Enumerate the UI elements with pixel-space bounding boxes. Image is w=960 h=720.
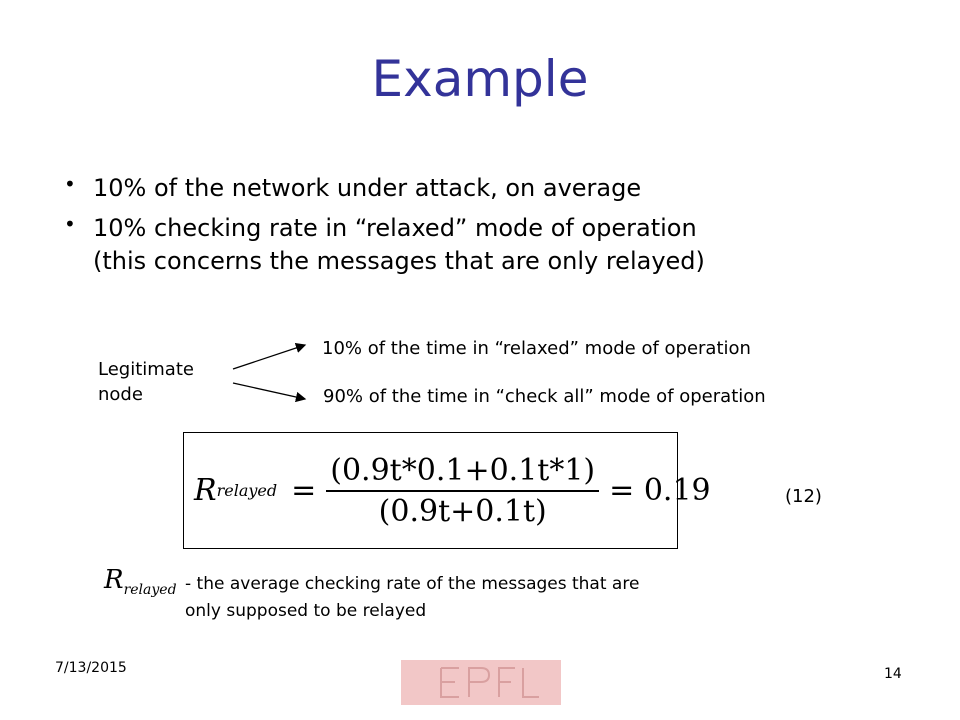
- slide-title: Example: [371, 50, 589, 108]
- bullet-dot-icon: •: [64, 212, 76, 236]
- definition-symbol-subscript: relayed: [123, 582, 177, 598]
- equation-number: (12): [785, 486, 822, 507]
- definition-line: only supposed to be relayed: [185, 601, 427, 621]
- legitimate-label-line: node: [98, 384, 143, 405]
- definition-symbol: Rrelayed: [104, 565, 177, 598]
- bullet-text: 10% of the network under attack, on aver…: [93, 174, 642, 202]
- bullet-dot-icon: •: [64, 172, 76, 196]
- formula-denominator: (0.9t+0.1t): [378, 493, 547, 529]
- formula-fraction: (0.9t*0.1+0.1t*1) (0.9t+0.1t): [326, 453, 600, 529]
- definition-symbol-letter: R: [104, 565, 124, 595]
- arrow-to-relaxed-icon: [232, 342, 307, 370]
- arrow-to-check-all-icon: [232, 382, 307, 403]
- definition-line: - the average checking rate of the messa…: [185, 574, 640, 594]
- check-all-mode-text: 90% of the time in “check all” mode of o…: [323, 386, 766, 407]
- page-number: 14: [884, 666, 902, 682]
- footer-date: 7/13/2015: [55, 660, 127, 676]
- bullet-text: 10% checking rate in “relaxed” mode of o…: [93, 214, 697, 242]
- bullet-text: (this concerns the messages that are onl…: [93, 247, 705, 275]
- bullet-list: • 10% of the network under attack, on av…: [60, 172, 940, 285]
- epfl-logo: [401, 660, 561, 705]
- legitimate-label-line: Legitimate: [98, 359, 194, 380]
- relaxed-mode-text: 10% of the time in “relaxed” mode of ope…: [322, 338, 751, 359]
- bullet-item: • 10% of the network under attack, on av…: [60, 172, 940, 205]
- formula-result: 0.19: [643, 473, 711, 508]
- epfl-logo-icon: [440, 667, 539, 698]
- definition-text: - the average checking rate of the messa…: [185, 571, 639, 625]
- formula-numerator: (0.9t*0.1+0.1t*1): [326, 453, 600, 492]
- bullet-item: • 10% checking rate in “relaxed” mode of…: [60, 212, 940, 278]
- formula-lhs-symbol: R: [194, 473, 217, 508]
- formula-lhs-subscript: relayed: [216, 481, 278, 500]
- legitimate-node-label: Legitimate node: [98, 357, 194, 407]
